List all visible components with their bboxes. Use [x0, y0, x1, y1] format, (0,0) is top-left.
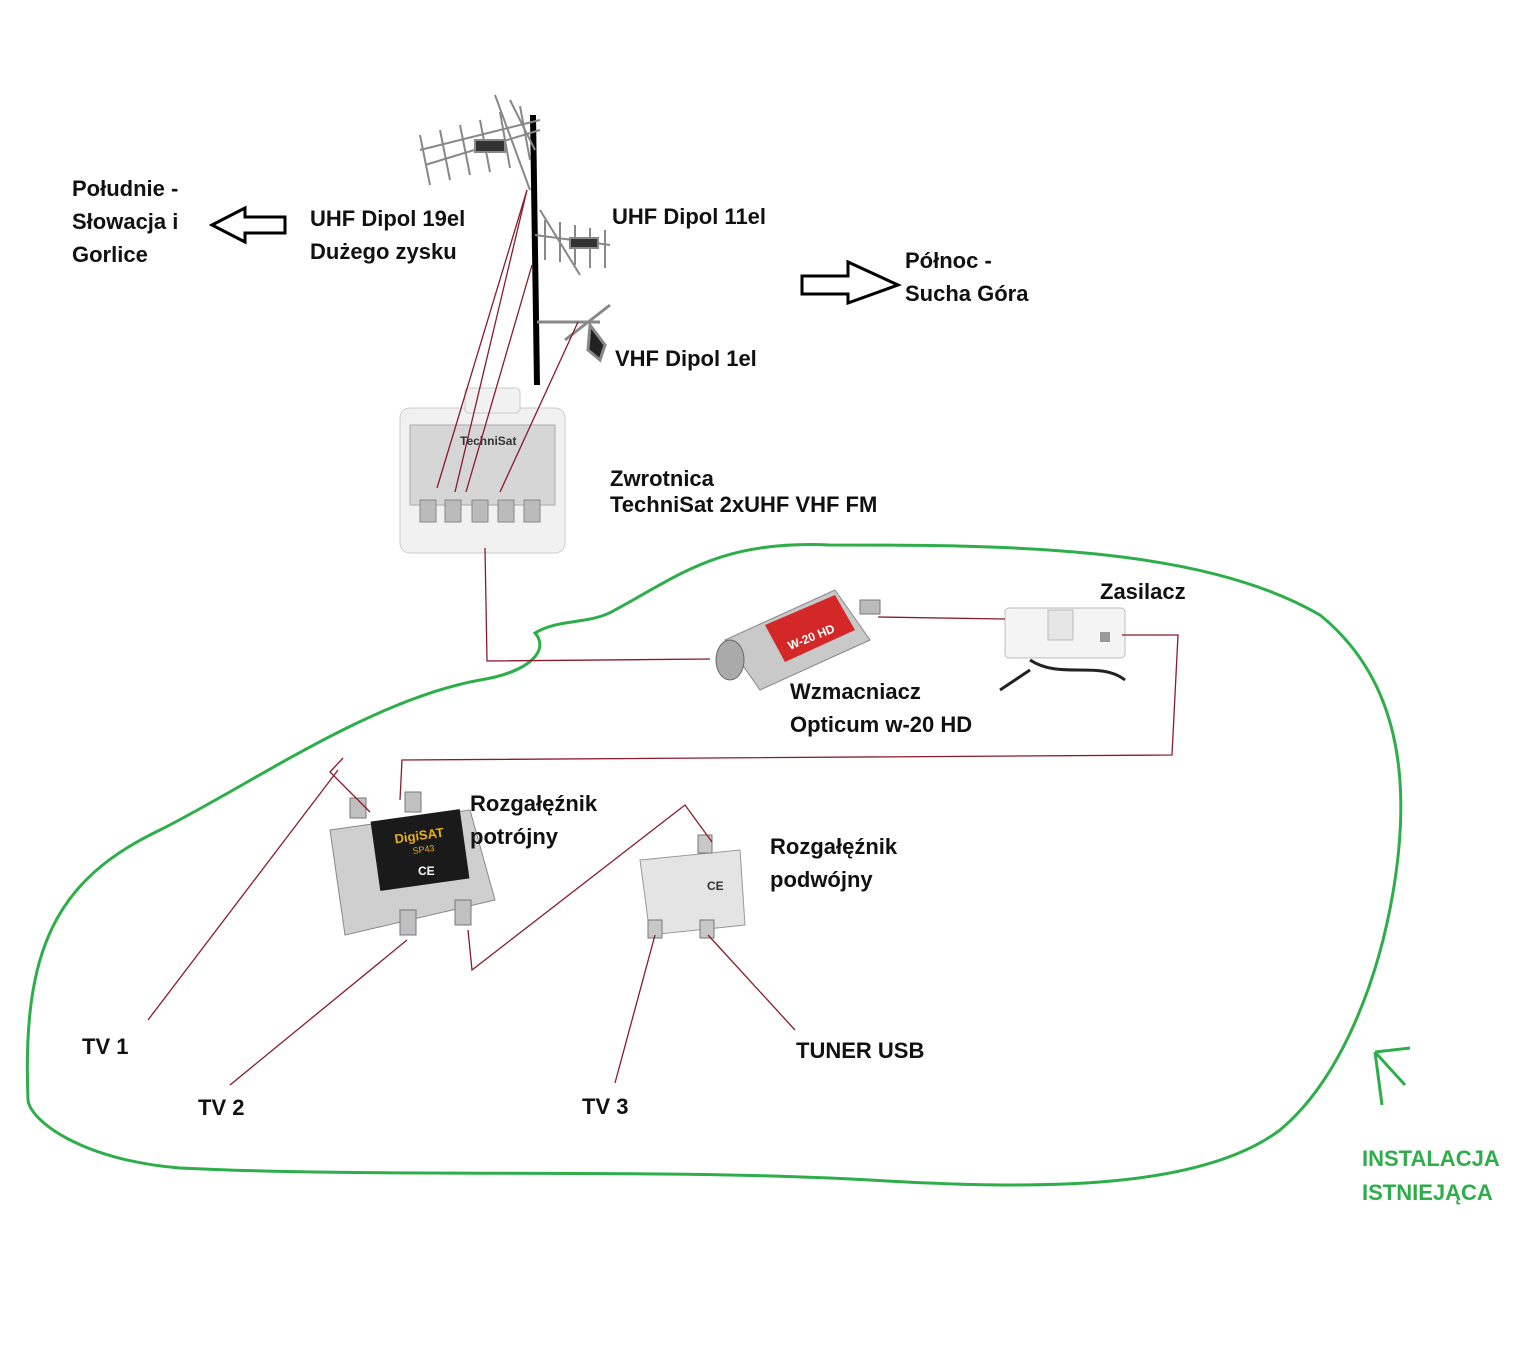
- splitter3-brand: DigiSAT: [394, 825, 445, 847]
- label-tv3: TV 3: [582, 1094, 629, 1119]
- label-combiner: Zwrotnica TechniSat 2xUHF VHF FM: [610, 466, 878, 517]
- combiner-device: TechniSat: [399, 387, 566, 554]
- label-tv1: TV 1: [82, 1034, 129, 1059]
- splitter3-model: SP43: [412, 843, 435, 856]
- existing-installation-outline: [25, 543, 1403, 1187]
- label-vhf-1el: VHF Dipol 1el: [615, 346, 757, 371]
- amplifier-device: W-20 HD: [715, 589, 881, 691]
- label-north-direction: Północ - Sucha Góra: [905, 248, 1029, 306]
- label-splitter-2way: Rozgałęźnik podwójny: [770, 834, 898, 892]
- splitter-3way-device: DigiSAT SP43 CE: [329, 791, 496, 936]
- label-splitter-3way: Rozgałęźnik potrójny: [470, 791, 598, 849]
- splitter3-ce-mark: CE: [418, 864, 435, 878]
- label-tuner-usb: TUNER USB: [796, 1038, 925, 1063]
- splitter-2way-device: CE: [639, 834, 746, 939]
- label-uhf-11el: UHF Dipol 11el: [612, 204, 767, 229]
- label-south-direction: Południe - Słowacja i Gorlice: [72, 176, 179, 267]
- arrow-north-icon: [800, 259, 902, 306]
- label-tv2: TV 2: [198, 1095, 245, 1120]
- arrow-south-icon: [208, 205, 287, 245]
- existing-installation-arrow: [1373, 1046, 1411, 1106]
- label-amplifier: Wzmacniacz Opticum w-20 HD: [790, 679, 973, 737]
- antenna-mast: [530, 114, 540, 386]
- power-supply-device: [999, 607, 1126, 692]
- label-uhf-19el: UHF Dipol 19el Dużego zysku: [310, 206, 466, 264]
- splitter2-ce-mark: CE: [707, 879, 724, 893]
- label-existing-installation: INSTALACJA ISTNIEJĄCA: [1362, 1146, 1500, 1205]
- combiner-brand: TechniSat: [460, 434, 516, 448]
- coax-cables: [147, 189, 1179, 1086]
- uhf-19el-antenna: [419, 94, 541, 191]
- uhf-11el-antenna: [534, 209, 611, 276]
- label-power-supply: Zasilacz: [1100, 579, 1186, 604]
